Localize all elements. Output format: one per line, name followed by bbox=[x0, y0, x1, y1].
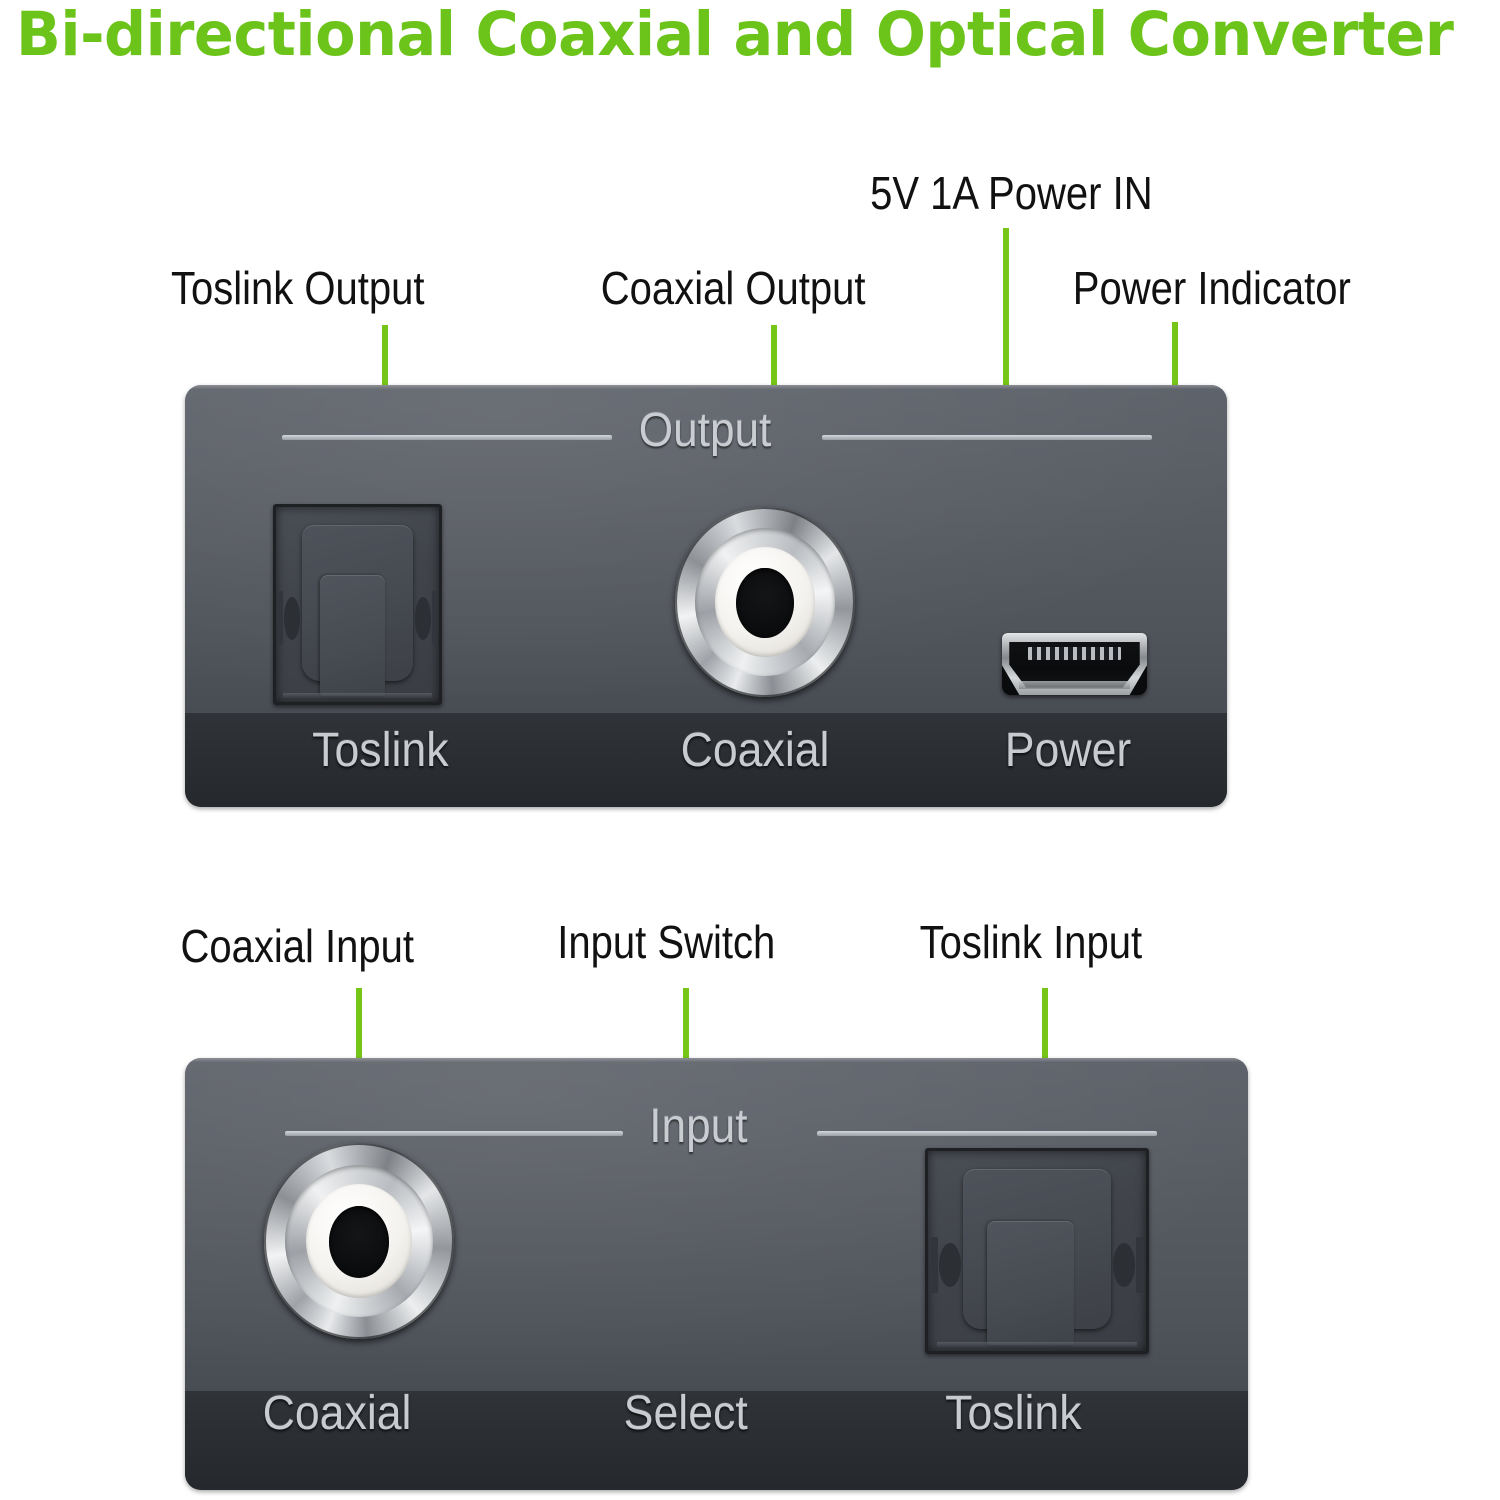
input-coaxial-jack[interactable] bbox=[264, 1143, 454, 1339]
toslink-shutter-tab bbox=[986, 1221, 1075, 1345]
input-section-rule-left bbox=[285, 1131, 623, 1136]
input-toslink-port[interactable] bbox=[925, 1148, 1149, 1354]
toslink-notch-right bbox=[1113, 1243, 1136, 1287]
toslink-slot-left bbox=[278, 590, 284, 646]
page-title: Bi-directional Coaxial and Optical Conve… bbox=[16, 0, 1454, 70]
callout-input-switch: Input Switch bbox=[557, 916, 776, 968]
input-label-toslink: Toslink bbox=[945, 1387, 1082, 1440]
callout-coaxial-output: Coaxial Output bbox=[600, 262, 866, 314]
output-section-rule-right bbox=[822, 435, 1152, 440]
toslink-slot-right bbox=[431, 590, 437, 646]
power-micro-usb-port[interactable] bbox=[1002, 633, 1147, 695]
output-panel-top-edge bbox=[185, 385, 1227, 389]
input-label-coaxial: Coaxial bbox=[262, 1387, 412, 1440]
toslink-notch-left bbox=[938, 1243, 961, 1287]
usb-pin-contacts bbox=[1028, 646, 1121, 661]
callout-power-in: 5V 1A Power IN bbox=[870, 167, 1153, 219]
coaxial-center-hole bbox=[328, 1205, 390, 1279]
usb-bottom-lip bbox=[1019, 681, 1130, 689]
toslink-shutter-tab bbox=[320, 575, 386, 697]
output-section-title: Output bbox=[638, 404, 772, 457]
toslink-base-line bbox=[282, 693, 433, 699]
input-section-rule-right bbox=[817, 1131, 1157, 1136]
output-panel-bottom-face bbox=[185, 713, 1227, 807]
input-section-title: Input bbox=[649, 1100, 748, 1153]
output-label-toslink: Toslink bbox=[312, 724, 449, 777]
callout-toslink-input: Toslink Input bbox=[919, 916, 1143, 968]
toslink-slot-right bbox=[1136, 1237, 1143, 1293]
callout-toslink-output: Toslink Output bbox=[170, 262, 425, 314]
toslink-slot-left bbox=[931, 1237, 938, 1293]
output-toslink-port[interactable] bbox=[273, 504, 442, 705]
toslink-notch-right bbox=[414, 596, 431, 640]
input-label-select: Select bbox=[623, 1387, 748, 1440]
callout-coaxial-input: Coaxial Input bbox=[180, 920, 415, 972]
output-panel: Output Toslink Coax bbox=[185, 385, 1227, 807]
input-panel-bottom-face bbox=[185, 1391, 1248, 1490]
output-label-coaxial: Coaxial bbox=[680, 724, 830, 777]
callout-power-indicator: Power Indicator bbox=[1072, 262, 1351, 314]
output-label-power: Power bbox=[1004, 724, 1132, 777]
toslink-base-line bbox=[936, 1342, 1138, 1347]
output-coaxial-jack[interactable] bbox=[675, 507, 855, 697]
input-panel-top-edge bbox=[185, 1058, 1248, 1062]
output-section-rule-left bbox=[282, 435, 612, 440]
toslink-notch-left bbox=[284, 596, 301, 640]
input-panel: Input bbox=[185, 1058, 1248, 1490]
coaxial-center-hole bbox=[736, 567, 794, 639]
